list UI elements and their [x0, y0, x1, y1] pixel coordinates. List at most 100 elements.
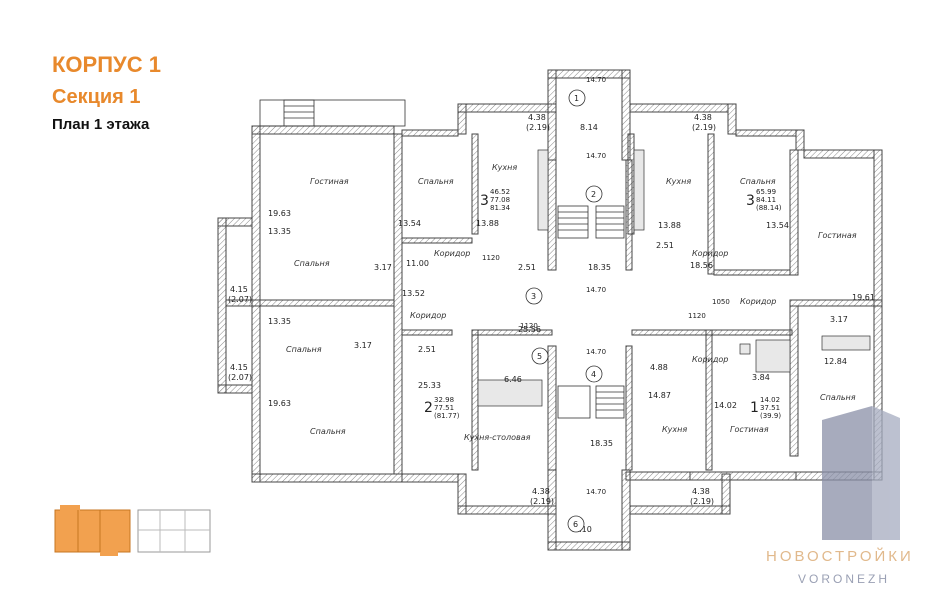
area-value: 13.35 — [268, 227, 291, 236]
axis-label: 1 — [574, 94, 579, 103]
room-label-bedroom: Спальня — [310, 427, 346, 436]
area-value: (2.07) — [228, 373, 252, 382]
apartment-area-living: 32.98 — [434, 396, 454, 404]
apartment-rooms: 3 — [480, 193, 489, 209]
axis-label: 4 — [591, 370, 596, 379]
area-value: 2.51 — [518, 263, 536, 272]
room-label-kitchen: Кухня — [492, 163, 517, 172]
watermark-building-icon — [822, 406, 900, 540]
area-value: 13.54 — [398, 219, 421, 228]
room-label-kitchen: Кухня — [662, 425, 687, 434]
dimension-label: 14.70 — [586, 152, 606, 160]
plan-title: План 1 этажа — [52, 116, 150, 133]
room-label-corridor: Коридор — [692, 355, 728, 364]
axis-label: 5 — [537, 352, 542, 361]
area-value: 3.84 — [752, 373, 770, 382]
room-label-bedroom: Спальня — [418, 177, 454, 186]
area-value: 4.88 — [650, 363, 668, 372]
axis-label: 6 — [573, 520, 578, 529]
dimension-label: 1120 — [520, 322, 538, 330]
room-label-corridor: Коридор — [434, 249, 470, 258]
apartment-area-total: 37.51 — [760, 404, 780, 412]
area-value: 3.17 — [830, 315, 848, 324]
section-title: Секция 1 — [52, 86, 141, 108]
area-value: 4.38 — [692, 487, 710, 496]
dimension-label: 14.70 — [586, 488, 606, 496]
apartment-area-total: 77.51 — [434, 404, 454, 412]
area-value: 8.10 — [574, 525, 592, 534]
watermark-subtitle: VORONEZH — [798, 572, 891, 586]
area-value: 19.61 — [852, 293, 875, 302]
room-label-kitchen: Кухня — [666, 177, 691, 186]
room-labels: Гостиная Спальня Кухня Кухня Спальня Гос… — [286, 163, 857, 442]
area-value: 4.38 — [528, 113, 546, 122]
kitchen-fixtures — [477, 149, 871, 407]
room-label-bedroom: Спальня — [740, 177, 776, 186]
area-value: (2.07) — [228, 295, 252, 304]
building-title: КОРПУС 1 — [52, 52, 161, 77]
watermark-title: НОВОСТРОЙКИ — [766, 548, 914, 565]
apartment-rooms: 2 — [424, 400, 433, 416]
axis-markers — [525, 89, 603, 533]
area-value: 6.46 — [504, 375, 522, 384]
axis-label: 2 — [591, 190, 596, 199]
area-value: 8.14 — [580, 123, 598, 132]
area-value: 3.17 — [354, 341, 372, 350]
area-value: 18.35 — [588, 263, 611, 272]
area-value: 25.33 — [418, 381, 441, 390]
apartment-area-gross: (88.14) — [756, 204, 782, 212]
dimension-label: 14.70 — [586, 286, 606, 294]
apartment-area-gross: (39.9) — [760, 412, 781, 420]
area-value: 19.63 — [268, 209, 291, 218]
apartment-area-gross: (81.77) — [434, 412, 460, 420]
area-value: 19.63 — [268, 399, 291, 408]
apartment-rooms: 1 — [750, 400, 759, 416]
walls — [217, 69, 883, 551]
area-value: 18.56 — [690, 261, 713, 270]
room-label-bedroom: Спальня — [286, 345, 322, 354]
room-label-bedroom: Спальня — [294, 259, 330, 268]
area-value: 4.38 — [532, 487, 550, 496]
dimension-label: 1120 — [688, 312, 706, 320]
room-label-corridor: Коридор — [692, 249, 728, 258]
area-value: 12.84 — [824, 357, 847, 366]
axis-labels: 1 2 3 4 5 6 — [531, 94, 596, 529]
room-label-living: Гостиная — [310, 177, 349, 186]
apartment-area-total: 77.08 — [490, 196, 510, 204]
area-value: 11.00 — [406, 259, 429, 268]
room-label-living: Гостиная — [730, 425, 769, 434]
area-value: (2.19) — [526, 123, 550, 132]
area-value: 2.51 — [418, 345, 436, 354]
area-value: 18.35 — [590, 439, 613, 448]
area-value: 3.17 — [374, 263, 392, 272]
apartment-markers: 3 46.52 77.08 81.34 3 65.99 84.11 (88.14… — [424, 188, 782, 420]
area-value: 4.15 — [230, 363, 248, 372]
apartment-rooms: 3 — [746, 193, 755, 209]
area-value: (2.19) — [530, 497, 554, 506]
apartment-area-living: 14.02 — [760, 396, 780, 404]
area-value: 13.88 — [476, 219, 499, 228]
area-value: 4.38 — [694, 113, 712, 122]
room-label-kitchen-dining: Кухня-столовая — [464, 433, 531, 442]
area-value: 4.15 — [230, 285, 248, 294]
area-value: 13.52 — [402, 289, 425, 298]
apartment-area-living: 65.99 — [756, 188, 776, 196]
dimension-label: 1050 — [712, 298, 730, 306]
area-value: (2.19) — [692, 123, 716, 132]
area-value: 13.88 — [658, 221, 681, 230]
room-label-living: Гостиная — [818, 231, 857, 240]
area-value: 13.35 — [268, 317, 291, 326]
area-value: 14.87 — [648, 391, 671, 400]
dimension-label: 1120 — [482, 254, 500, 262]
room-label-corridor: Коридор — [740, 297, 776, 306]
area-value: (2.19) — [690, 497, 714, 506]
area-value: 25.56 — [518, 325, 541, 334]
dimension-label: 14.70 — [586, 348, 606, 356]
axis-label: 3 — [531, 292, 536, 301]
dimension-label: 14.70 — [586, 76, 606, 84]
area-numbers: 19.63 13.35 3.17 13.54 13.88 13.88 13.54… — [228, 76, 875, 534]
area-value: 14.02 — [714, 401, 737, 410]
key-plan-minimap — [54, 505, 211, 556]
apartment-area-gross: 81.34 — [490, 204, 511, 212]
